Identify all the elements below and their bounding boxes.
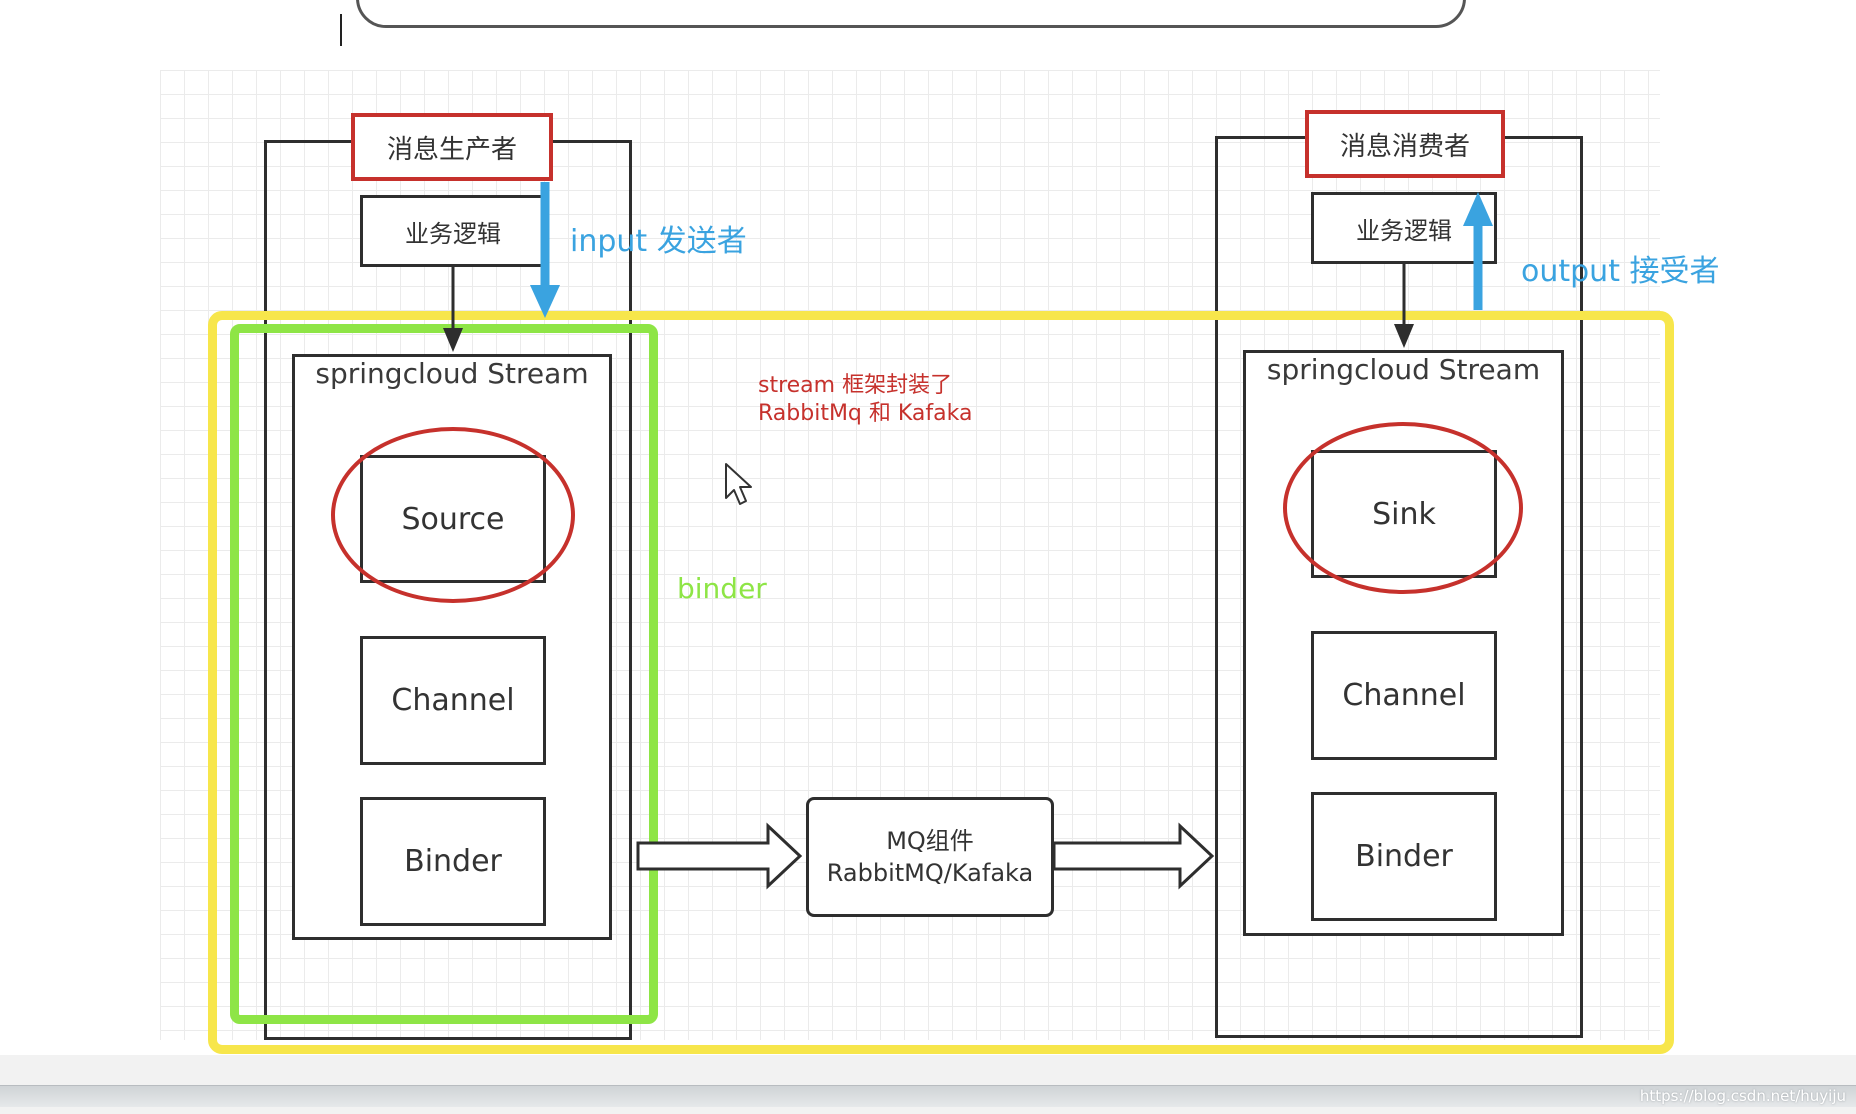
horizontal-scrollbar[interactable] xyxy=(0,1085,1856,1107)
output-arrow-head xyxy=(1463,192,1493,226)
producer-binder-box: Binder xyxy=(360,797,546,926)
input-arrow-head xyxy=(530,285,560,318)
mq-component-box: MQ组件 RabbitMQ/Kafaka xyxy=(806,797,1054,917)
consumer-binder-box: Binder xyxy=(1311,792,1497,921)
consumer-channel-box: Channel xyxy=(1311,631,1497,760)
producer-business-logic: 业务逻辑 xyxy=(360,195,546,267)
watermark: https://blog.csdn.net/huyiju xyxy=(1639,1087,1846,1105)
stream-note-line1: stream 框架封装了 xyxy=(758,373,953,398)
consumer-stream-title: springcloud Stream xyxy=(1266,353,1541,386)
source-highlight-ellipse xyxy=(331,427,575,603)
producer-stream-title: springcloud Stream xyxy=(315,357,589,390)
stream-note-line2: RabbitMq 和 Kafaka xyxy=(758,401,973,426)
yellow-frame xyxy=(208,311,1674,1054)
text-caret xyxy=(340,14,342,46)
mouse-cursor-icon xyxy=(725,463,752,505)
stream-note: stream 框架封装了 RabbitMq 和 Kafaka xyxy=(758,372,972,428)
sink-highlight-ellipse xyxy=(1283,422,1523,594)
mq-line2: RabbitMQ/Kafaka xyxy=(826,859,1034,887)
producer-title: 消息生产者 xyxy=(351,113,553,181)
binder-to-mq-arrow xyxy=(636,822,803,890)
mq-line1: MQ组件 xyxy=(886,827,974,855)
binder-label: binder xyxy=(677,572,767,605)
producer-flow-arrowhead xyxy=(443,328,463,352)
consumer-business-logic: 业务逻辑 xyxy=(1311,192,1497,264)
producer-channel-box: Channel xyxy=(360,636,546,765)
consumer-title: 消息消费者 xyxy=(1305,110,1505,178)
mq-to-binder-arrow xyxy=(1052,822,1215,890)
output-label: output 接受者 xyxy=(1521,254,1720,289)
input-label: input 发送者 xyxy=(570,224,747,259)
consumer-flow-arrowhead xyxy=(1394,324,1414,348)
